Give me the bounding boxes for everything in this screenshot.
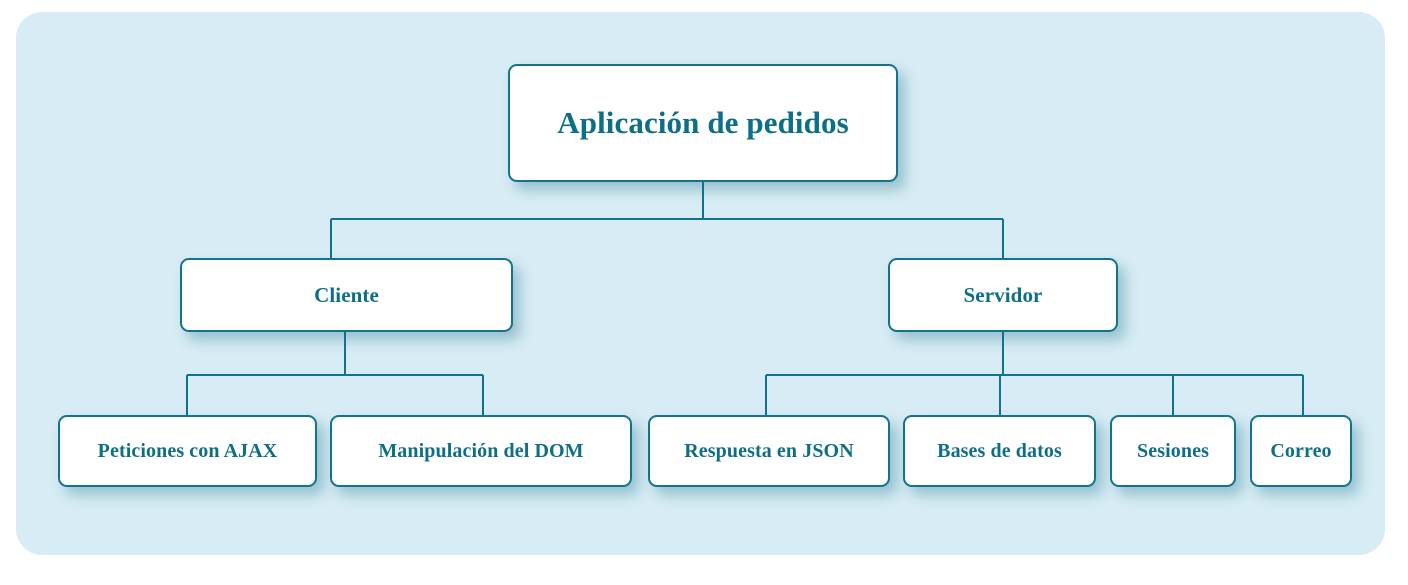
node-manipulacion-del-dom[interactable]: Manipulación del DOM bbox=[330, 415, 632, 487]
node-aplicacion-de-pedidos[interactable]: Aplicación de pedidos bbox=[508, 64, 898, 182]
node-respuesta-en-json[interactable]: Respuesta en JSON bbox=[648, 415, 890, 487]
node-bases-de-datos[interactable]: Bases de datos bbox=[903, 415, 1096, 487]
node-peticiones-con-ajax[interactable]: Peticiones con AJAX bbox=[58, 415, 317, 487]
node-correo[interactable]: Correo bbox=[1250, 415, 1352, 487]
node-cliente[interactable]: Cliente bbox=[180, 258, 513, 332]
node-sesiones[interactable]: Sesiones bbox=[1110, 415, 1236, 487]
node-servidor[interactable]: Servidor bbox=[888, 258, 1118, 332]
